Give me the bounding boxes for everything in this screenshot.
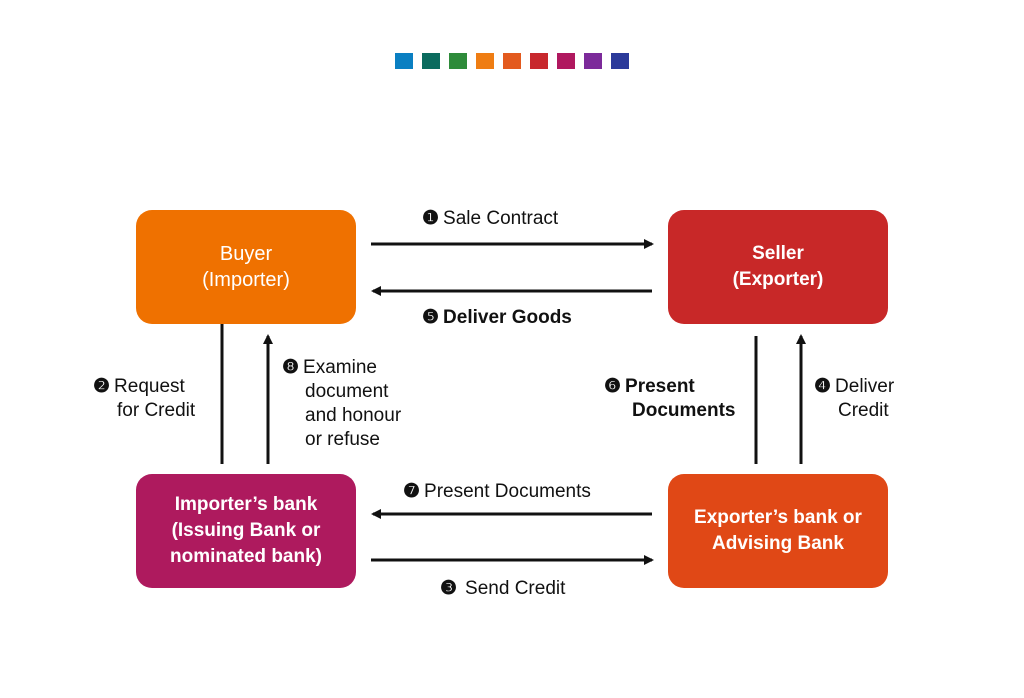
color-swatch-bar <box>395 53 629 69</box>
step-8-number: ❽ <box>282 357 300 378</box>
buyer-line2: (Importer) <box>202 269 290 291</box>
step-2-line2: for Credit <box>117 400 196 421</box>
step-1-text: Sale Contract <box>443 208 559 229</box>
step-8-line3: and honour <box>305 405 402 426</box>
step-8-line4: or refuse <box>305 429 380 450</box>
color-swatch <box>449 53 467 69</box>
seller-node: Seller (Exporter) <box>668 210 888 324</box>
step-2-number: ❷ <box>93 376 111 397</box>
step-4-line2: Credit <box>838 400 889 421</box>
step-7-number: ❼ <box>403 481 421 502</box>
step-3-label: ❸ Send Credit <box>440 577 565 601</box>
color-swatch <box>422 53 440 69</box>
step-5-number: ❺ <box>422 307 440 328</box>
step-4-number: ❹ <box>814 376 832 397</box>
buyer-node: Buyer (Importer) <box>136 210 356 324</box>
step-7-text: Present Documents <box>424 481 591 502</box>
exporter-bank-node: Exporter’s bank or Advising Bank <box>668 474 888 588</box>
step-8-line2: document <box>305 381 389 402</box>
importer-bank-line1: Importer’s bank <box>174 494 318 515</box>
seller-line2: (Exporter) <box>732 269 824 290</box>
step-4-line1: Deliver <box>835 376 895 397</box>
color-swatch <box>584 53 602 69</box>
step-6-line1: Present <box>625 376 695 397</box>
color-swatch <box>530 53 548 69</box>
seller-line1: Seller <box>752 243 804 264</box>
step-2-line1: Request <box>114 376 185 397</box>
step-3-number: ❸ <box>440 578 458 599</box>
color-swatch <box>395 53 413 69</box>
color-swatch <box>557 53 575 69</box>
step-3-text: Send Credit <box>465 578 566 599</box>
step-6-line2: Documents <box>632 400 736 421</box>
importer-bank-line3: nominated bank) <box>169 546 322 567</box>
color-swatch <box>503 53 521 69</box>
step-1-number: ❶ <box>422 208 440 229</box>
buyer-line1: Buyer <box>219 243 273 265</box>
exporter-bank-line2: Advising Bank <box>712 533 844 554</box>
importer-bank-node: Importer’s bank (Issuing Bank or nominat… <box>136 474 356 588</box>
step-5-text: Deliver Goods <box>443 307 572 328</box>
color-swatch <box>476 53 494 69</box>
color-swatch <box>611 53 629 69</box>
step-6-number: ❻ <box>604 376 622 397</box>
importer-bank-line2: (Issuing Bank or <box>171 520 321 541</box>
exporter-bank-line1: Exporter’s bank or <box>694 507 862 528</box>
step-8-line1: Examine <box>303 357 377 378</box>
